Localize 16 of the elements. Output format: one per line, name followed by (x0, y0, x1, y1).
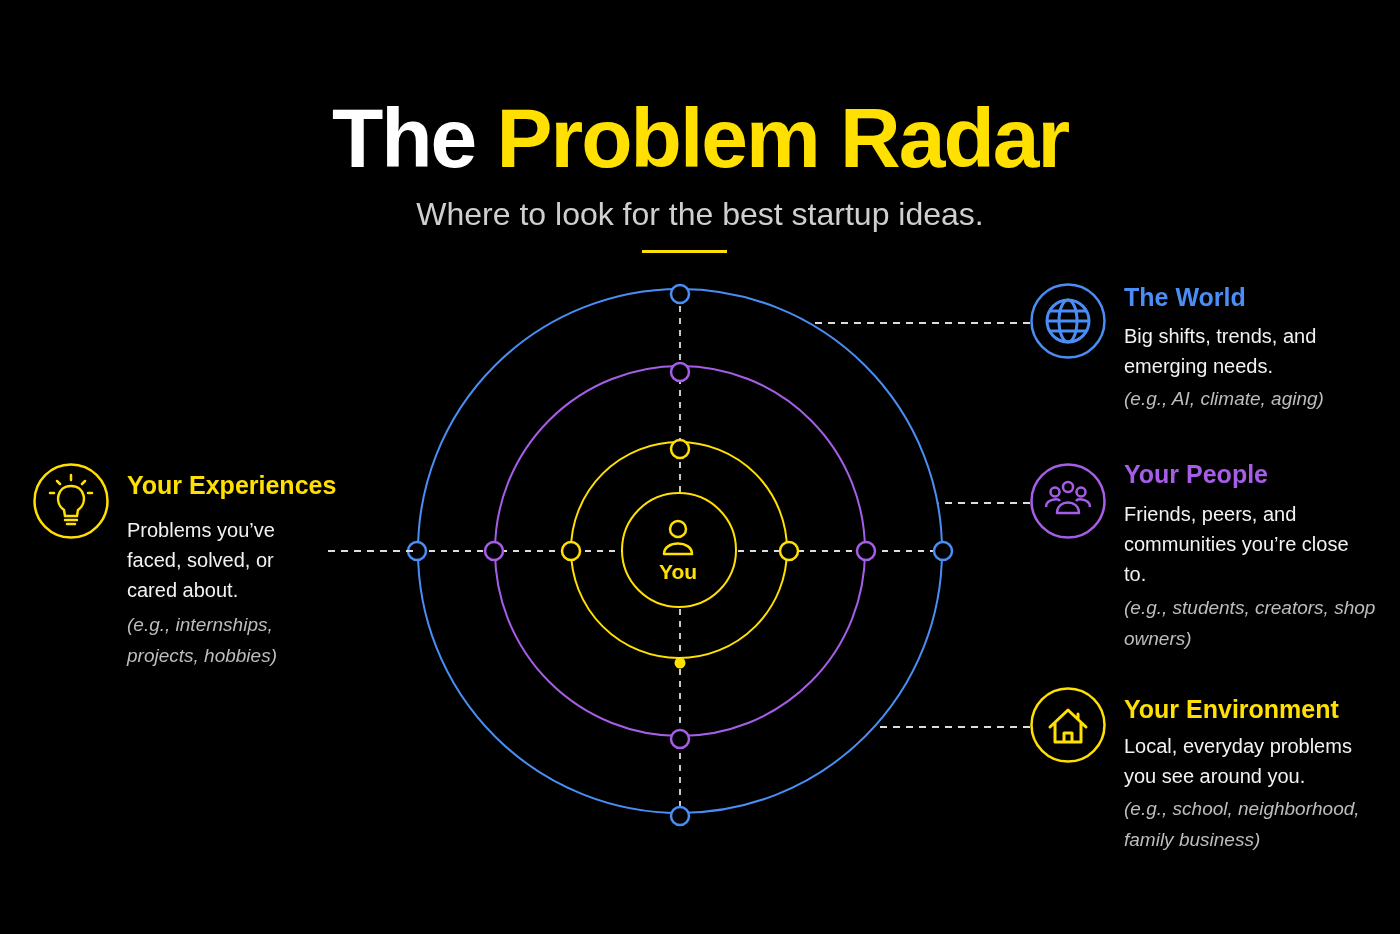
description-text: Big shifts, trends, and emerging needs. (1124, 324, 1318, 379)
center-label: You (657, 559, 699, 584)
example-text: (e.g., students, creators, shop owners) (1124, 596, 1377, 651)
description-text: Friends, peers, and communities you’re close to. (1124, 502, 1350, 587)
category-heading: Your Experiences (127, 471, 337, 500)
subtitle: Where to look for the best startup ideas. (415, 195, 985, 234)
category-heading: The World (1124, 283, 1246, 312)
category-heading: Your Environment (1124, 695, 1339, 724)
title: The Problem Radar (330, 90, 1070, 187)
example-text: (e.g., AI, climate, aging) (1124, 387, 1325, 411)
description-text: Local, everyday problems you see around you. (1124, 734, 1353, 789)
center-circle (620, 491, 737, 608)
category-heading: Your People (1124, 460, 1268, 489)
example-text: (e.g., school, neighborhood, family business) (1124, 797, 1361, 852)
description-text: Problems you’ve faced, solved, or cared about. (127, 518, 276, 603)
example-text: (e.g., internships, projects, hobbies) (127, 613, 278, 668)
